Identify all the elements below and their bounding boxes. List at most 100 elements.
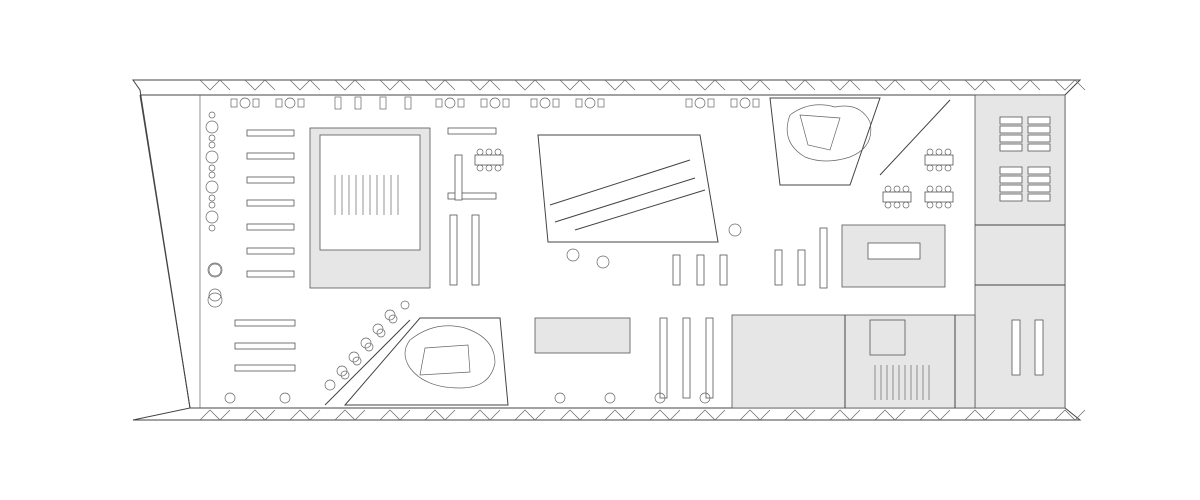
- dining-table: [924, 154, 954, 166]
- bookshelf: [797, 249, 806, 286]
- chair: [944, 164, 952, 172]
- lounge-chair: [376, 328, 386, 338]
- bookshelf: [449, 214, 458, 286]
- desk: [999, 175, 1023, 184]
- chair: [944, 185, 952, 193]
- facade-fin: [874, 79, 906, 91]
- courtyard-planting: [786, 104, 872, 162]
- round-table: [604, 392, 616, 404]
- chair: [208, 194, 216, 202]
- bookshelf: [246, 223, 295, 231]
- round-table: [205, 150, 219, 164]
- facade-fin: [964, 409, 996, 421]
- round-table: [554, 392, 566, 404]
- lounge-chair: [348, 351, 360, 363]
- chair: [494, 164, 502, 172]
- escalator: [554, 177, 696, 223]
- bookshelf: [246, 152, 295, 160]
- chair: [297, 98, 305, 108]
- chair: [935, 185, 943, 193]
- round-table: [694, 97, 706, 109]
- facade-fin: [424, 79, 456, 91]
- elevator-bank: [534, 317, 631, 354]
- chair: [457, 98, 465, 108]
- desk: [1027, 193, 1051, 202]
- facade-fin: [289, 409, 321, 421]
- desk: [999, 134, 1023, 143]
- lounge-chair: [324, 379, 336, 391]
- bookshelf: [672, 254, 681, 286]
- furniture-layer: [199, 79, 1086, 421]
- facade-fin: [424, 409, 456, 421]
- facade-fin: [829, 79, 861, 91]
- lounge-chair: [388, 314, 398, 324]
- facade-fin: [874, 409, 906, 421]
- bookshelf: [1011, 319, 1021, 376]
- facade-fin: [559, 409, 591, 421]
- round-table: [239, 97, 251, 109]
- facade-fin: [739, 409, 771, 421]
- chair: [476, 164, 484, 172]
- chair: [926, 148, 934, 156]
- bookshelf: [246, 199, 295, 207]
- lounge-chair: [364, 342, 374, 352]
- facade-fin: [919, 79, 951, 91]
- bookshelf: [246, 129, 295, 137]
- desk: [1027, 134, 1051, 143]
- chair: [208, 224, 216, 232]
- chair: [685, 98, 693, 108]
- bookshelf: [774, 249, 783, 286]
- bookshelf: [819, 227, 828, 289]
- chair: [435, 98, 443, 108]
- bookshelf: [705, 317, 714, 399]
- round-table: [224, 392, 236, 404]
- chair: [485, 148, 493, 156]
- round-table: [208, 288, 222, 302]
- round-table: [205, 180, 219, 194]
- chair: [208, 201, 216, 209]
- chair: [902, 201, 910, 209]
- round-table: [728, 223, 742, 237]
- bookshelf: [447, 192, 497, 200]
- building-outline: [132, 79, 1082, 421]
- facade-fin: [694, 79, 726, 91]
- glass-wall: [879, 99, 951, 176]
- desk: [1027, 175, 1051, 184]
- chair: [230, 98, 238, 108]
- facade-fin: [1009, 409, 1041, 421]
- facade-fin: [694, 409, 726, 421]
- round-table: [207, 292, 223, 308]
- desk: [1027, 166, 1051, 175]
- facade-fin: [379, 79, 411, 91]
- facade-fin: [559, 79, 591, 91]
- meeting-table: [867, 242, 921, 260]
- facade-fin: [334, 409, 366, 421]
- chair: [208, 164, 216, 172]
- desk: [999, 116, 1023, 125]
- chair: [480, 98, 488, 108]
- dining-table: [882, 191, 912, 203]
- bookshelf: [1034, 319, 1044, 376]
- facade-fin: [604, 409, 636, 421]
- chair: [707, 98, 715, 108]
- desk: [999, 125, 1023, 134]
- elevator: [869, 319, 906, 356]
- facade-left-slanted: [139, 94, 191, 409]
- facade-fin: [469, 79, 501, 91]
- round-table: [207, 262, 223, 278]
- desk: [1027, 125, 1051, 134]
- facade-fin: [604, 79, 636, 91]
- chair: [935, 201, 943, 209]
- round-table: [566, 248, 580, 262]
- facade-fin: [244, 79, 276, 91]
- round-table: [489, 97, 501, 109]
- facade-fin: [919, 409, 951, 421]
- chair: [552, 98, 560, 108]
- facade-fin: [514, 409, 546, 421]
- desk: [999, 184, 1023, 193]
- courtyard-planting: [404, 325, 496, 389]
- escalator: [574, 189, 706, 231]
- chair: [884, 185, 892, 193]
- glass-wall: [324, 319, 411, 406]
